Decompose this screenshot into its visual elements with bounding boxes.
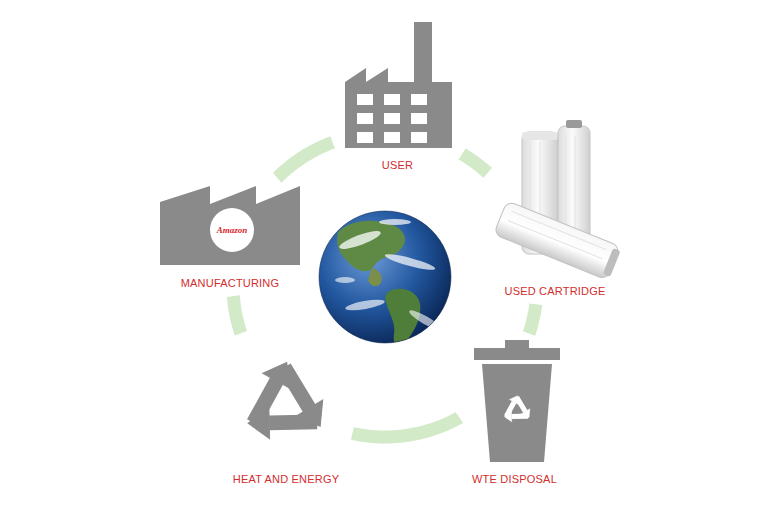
waste-bin-icon	[474, 340, 560, 462]
cycle-arc	[233, 296, 241, 333]
station-label: USED CARTRIDGE	[503, 284, 608, 298]
recycle-symbol	[246, 362, 336, 452]
cycle-arc	[529, 304, 536, 333]
manufacturing-factory-icon	[160, 186, 300, 265]
station-label: HEAT AND ENERGY	[231, 472, 342, 486]
station-label: WTE DISPOSAL	[470, 472, 559, 486]
logo-text: Amazon	[217, 225, 248, 235]
earth-globe	[319, 211, 451, 346]
station-node: USED CARTRIDGE	[490, 118, 620, 302]
station-node: WTE DISPOSAL	[462, 336, 567, 490]
user-factory-icon	[345, 22, 452, 148]
cycle-arc	[462, 154, 488, 173]
filter-cartridge-picture	[494, 120, 622, 281]
station-label: MANUFACTURING	[179, 276, 282, 290]
cycle-arc	[277, 142, 332, 178]
station-node: USER	[335, 18, 460, 176]
station-node: MANUFACTURING	[155, 180, 305, 294]
station-label: USER	[380, 158, 415, 172]
station-node: HEAT AND ENERGY	[222, 336, 350, 490]
cycle-arc	[352, 418, 459, 438]
